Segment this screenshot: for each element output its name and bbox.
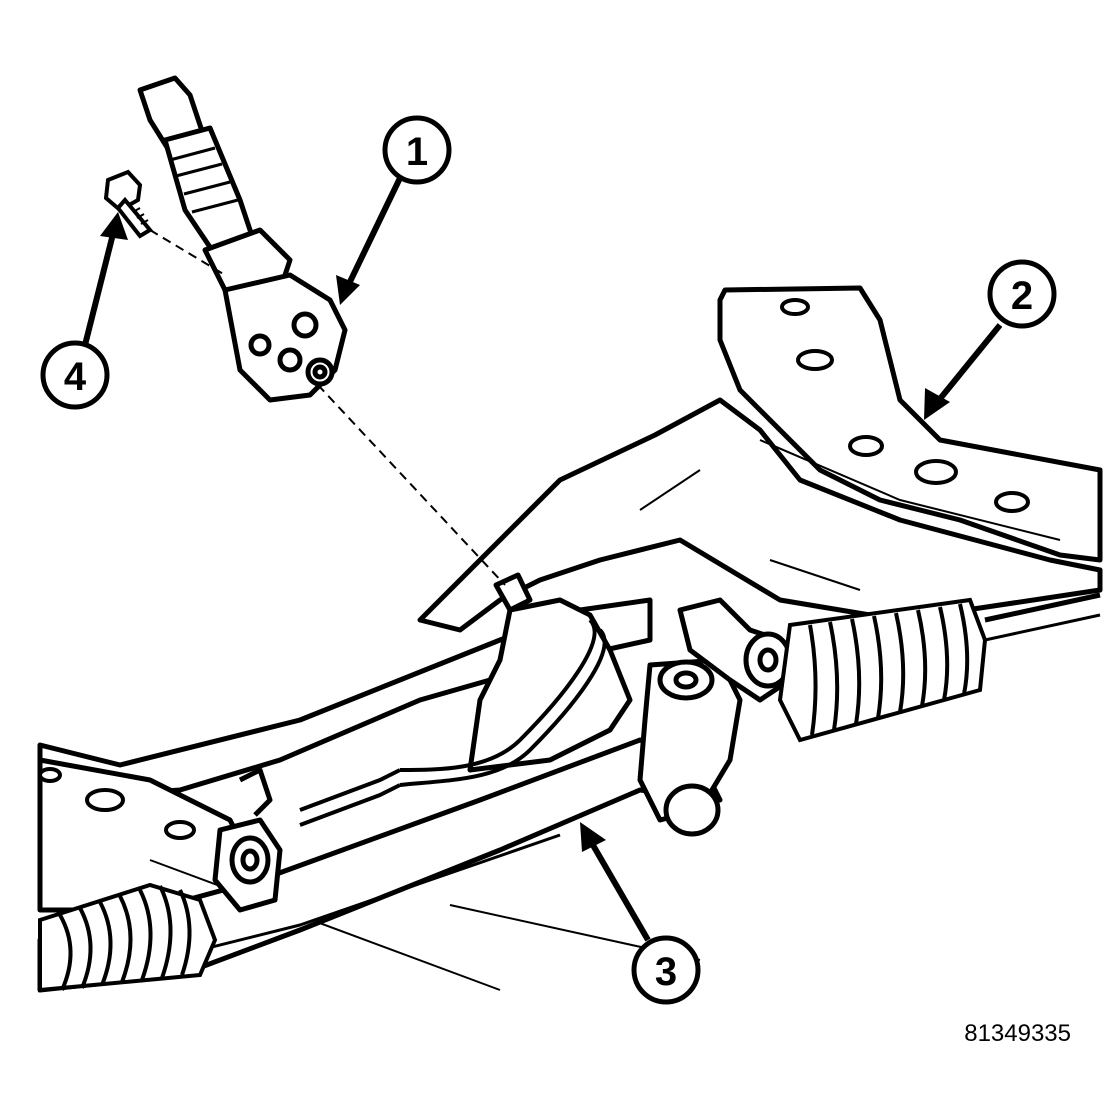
callout-2-label: 2 <box>1011 274 1033 318</box>
callout-1-label: 1 <box>406 130 428 174</box>
steering-column-coupler <box>137 75 348 403</box>
callout-3-label: 3 <box>655 950 677 994</box>
callout-2: 2 <box>987 259 1057 329</box>
callout-3: 3 <box>631 935 701 1005</box>
callout-4-label: 4 <box>64 355 87 399</box>
callout-4: 4 <box>40 340 110 410</box>
left-bellows-boot <box>38 882 218 993</box>
callout-1: 1 <box>382 115 452 185</box>
hydraulic-lines <box>299 618 607 827</box>
pinch-bolt <box>103 169 154 239</box>
assembly-centerlines <box>149 229 506 586</box>
leader-arrows <box>82 176 1003 942</box>
frame-holes <box>38 298 1030 840</box>
figure-id: 81349335 <box>964 1020 1071 1047</box>
right-bellows-boot <box>777 592 1101 743</box>
